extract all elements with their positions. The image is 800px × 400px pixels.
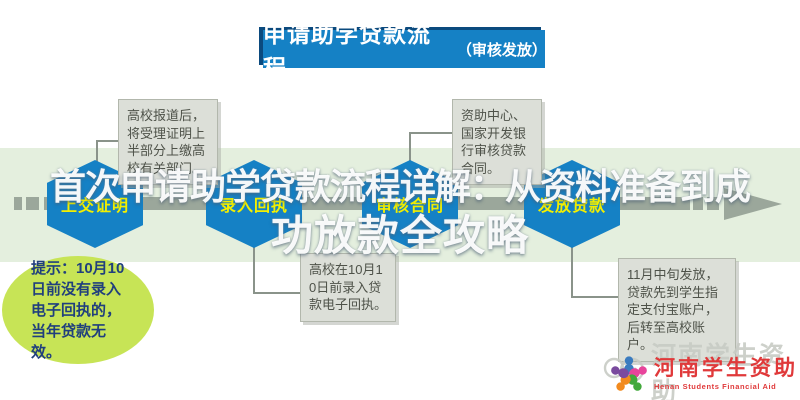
stage-label: 审核合同 — [375, 198, 444, 215]
callout-top-left: 高校报道后，将受理证明上半部分上缴高校有关部门。 — [118, 99, 218, 185]
connector-line — [96, 140, 98, 170]
connector-line — [409, 132, 411, 164]
callout-bottom-middle: 高校在10月10日前录入贷款电子回执。 — [300, 253, 396, 322]
tip-text: 提示：10月10日前没有录入电子回执的，当年贷款无效。 — [31, 259, 125, 361]
brand-name-cn: 河南学生资助 — [654, 357, 798, 380]
tip-ellipse: 提示：10月10日前没有录入电子回执的，当年贷款无效。 — [2, 256, 154, 364]
brand-logo: 河南学生资助 Henan Students Financial Aid — [608, 352, 798, 400]
connector-line — [571, 246, 573, 298]
stage-label: 录入回执 — [219, 198, 288, 215]
brand-name-en: Henan Students Financial Aid — [654, 382, 777, 391]
brand-watermark-text: 河南学生资助 — [651, 342, 787, 400]
connector-line — [253, 292, 302, 294]
stage-label: 发放贷款 — [537, 198, 606, 215]
callout-bottom-right: 11月中旬发放，贷款先到学生指定支付宝账户，后转至高校账户。 — [618, 258, 736, 362]
timeline-dash — [693, 197, 703, 210]
connector-line — [96, 140, 120, 142]
page-title-main: 申请助学贷款流程 — [263, 21, 431, 81]
timeline-dash — [707, 197, 719, 210]
stage-label: 上交证明 — [60, 198, 129, 215]
people-circle-icon — [608, 352, 650, 400]
page-title: 申请助学贷款流程 （审核发放） — [263, 21, 547, 81]
page-title-sub: （审核发放） — [456, 41, 547, 59]
connector-line — [409, 132, 454, 134]
callout-top-right: 资助中心、国家开发银行审核贷款合同。 — [452, 99, 542, 185]
timeline-dash — [14, 197, 22, 210]
timeline-dash — [26, 197, 39, 210]
arrow-right-icon — [724, 188, 782, 220]
connector-line — [253, 246, 255, 294]
connector-line — [571, 296, 620, 298]
